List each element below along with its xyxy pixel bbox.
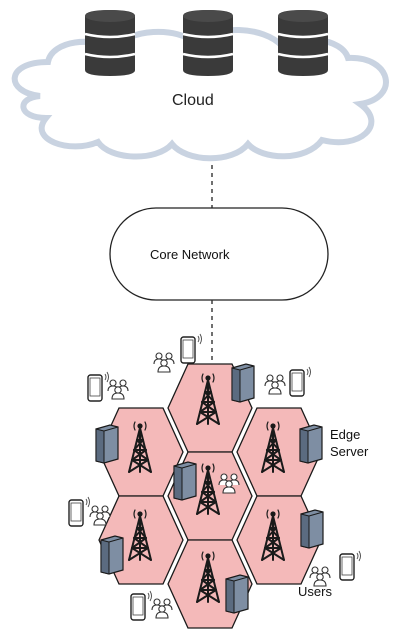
user-group-icon [264,374,286,395]
edge-server-icon [95,424,119,464]
cloud-label: Cloud [172,92,214,109]
edge-server-icon [299,424,323,464]
user-group-icon [107,379,129,400]
core-network-label: Core Network [150,247,230,262]
database-icon [181,8,235,78]
core-network-box [109,207,329,301]
users-label: Users [298,584,332,599]
edge-server-label: Edge Server [330,426,368,460]
smartphone-icon [68,496,91,527]
edge-server-icon [231,363,255,403]
database-icon [83,8,137,78]
smartphone-icon [180,333,203,364]
edge-server-label-line2: Server [330,444,369,459]
edge-server-label-line1: Edge [330,427,361,442]
user-group-icon [153,352,175,373]
edge-server-icon [173,461,197,501]
edge-server-icon [225,574,249,614]
smartphone-icon [289,366,312,397]
edge-server-icon [300,509,324,549]
smartphone-icon [87,371,110,402]
smartphone-icon [339,550,362,581]
database-icon [276,8,330,78]
smartphone-icon [130,590,153,621]
user-group-icon [151,598,173,619]
edge-server-icon [100,535,124,575]
